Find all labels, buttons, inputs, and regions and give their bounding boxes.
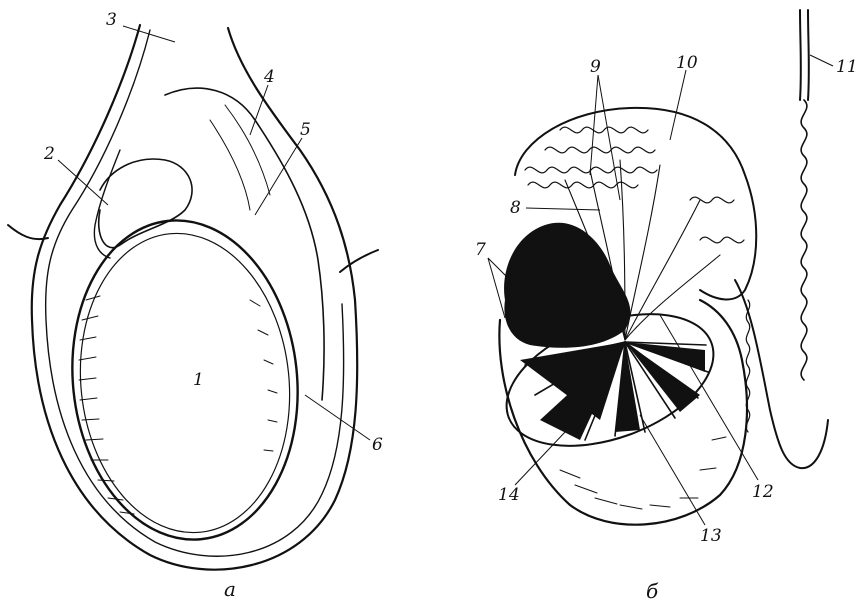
label-4: 4 [263,67,275,87]
label-9: 9 [590,57,601,77]
label-1: 1 [193,370,204,390]
label-13: 13 [700,526,722,546]
label-8: 8 [510,198,521,218]
label-12: 12 [752,482,774,502]
label-6: 6 [372,435,383,455]
label-14: 14 [498,485,520,505]
panel-a-drawing [8,25,378,570]
label-10: 10 [676,53,698,73]
caption-b: б [646,579,659,601]
label-2: 2 [43,144,55,164]
label-7: 7 [475,240,486,260]
label-3: 3 [106,10,117,30]
panel-b-drawing [489,10,828,525]
label-11: 11 [836,57,858,77]
label-5: 5 [300,120,311,140]
caption-a: а [224,577,236,601]
